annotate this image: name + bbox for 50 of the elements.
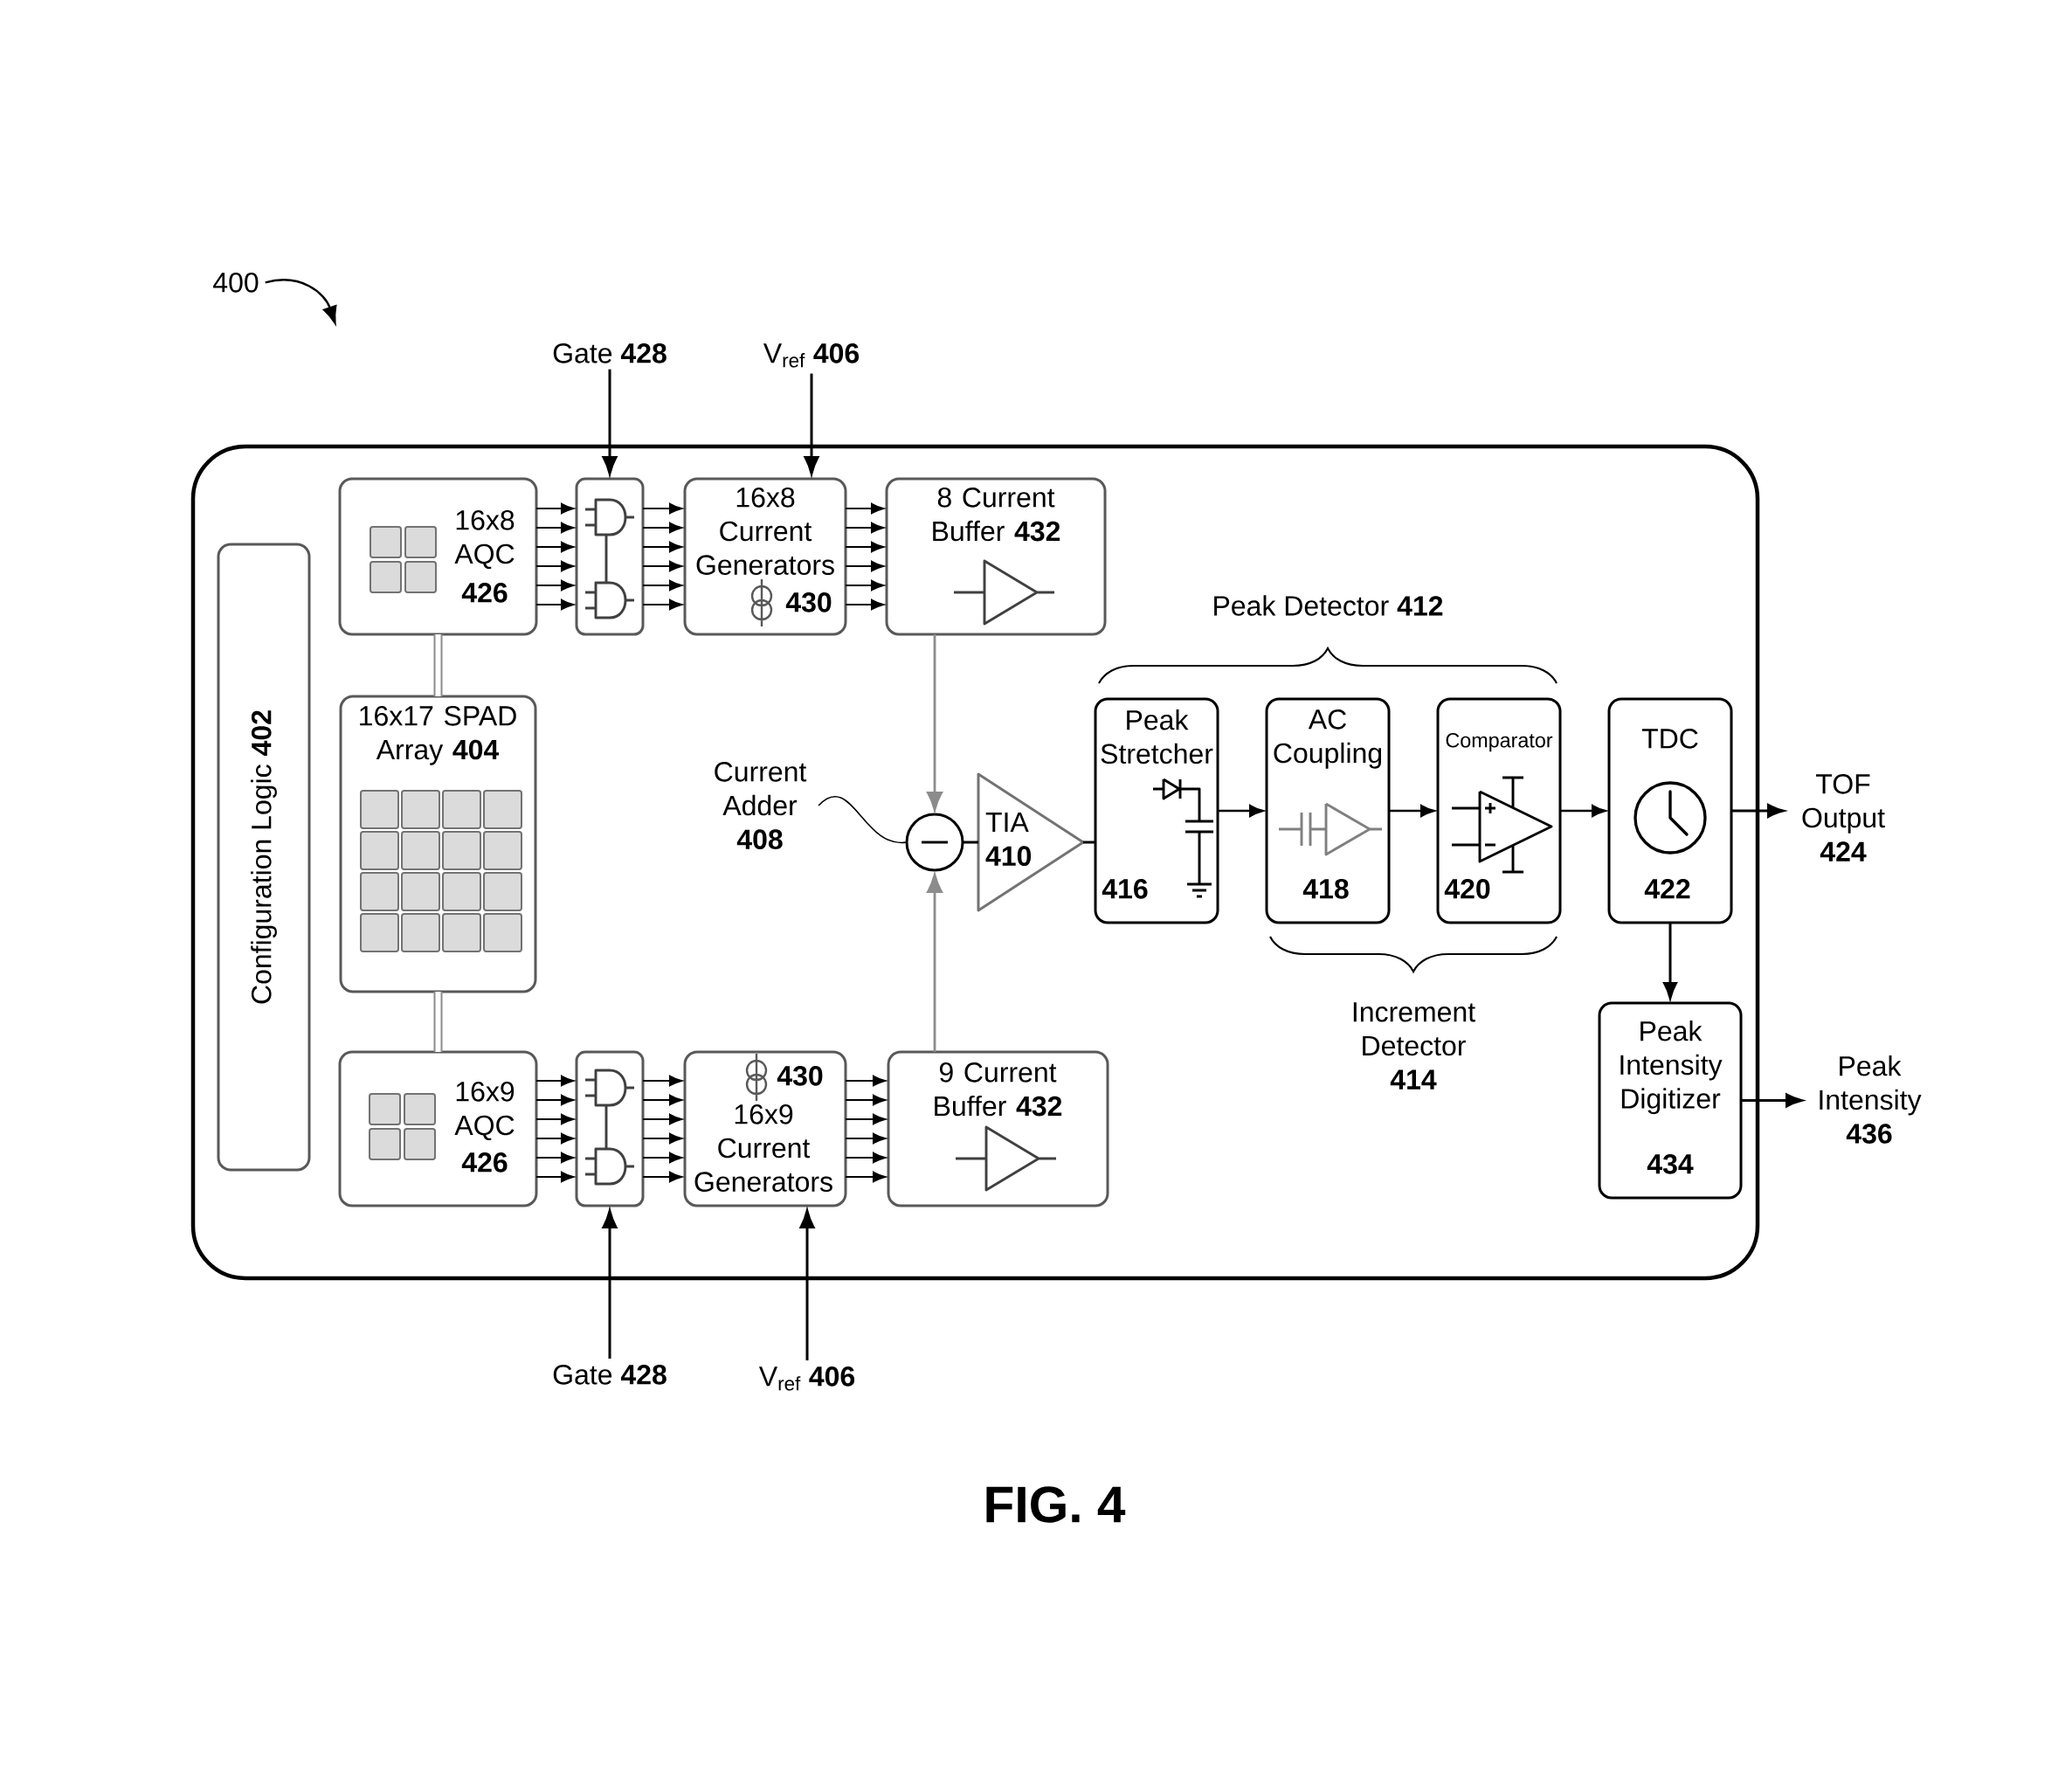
block-box: 16x8 AQC 426 xyxy=(338,477,538,636)
arrow-bundle xyxy=(845,502,885,611)
double-line xyxy=(433,634,443,696)
connector-line xyxy=(963,841,978,844)
block-box: 9 Current Buffer 432 xyxy=(887,1050,1109,1207)
output-label: TOF Output 424 xyxy=(1802,774,1885,861)
node-label: 418 xyxy=(1302,879,1349,899)
arrow xyxy=(265,279,337,324)
arrow xyxy=(1663,923,1677,1000)
block-box: AC Coupling 418 xyxy=(1265,697,1391,924)
signal-label: Gate 428 xyxy=(553,343,666,363)
block-box: 16x9 AQC 426 xyxy=(338,1050,538,1207)
node-label: Peak Stretcher xyxy=(1101,709,1213,765)
block-box: TDC 422 xyxy=(1607,697,1733,924)
arrow-bundle xyxy=(535,1075,575,1183)
figure-caption: FIG. 4 xyxy=(986,1486,1126,1523)
node-label: 416 xyxy=(1102,879,1148,899)
connector-line xyxy=(1083,841,1095,844)
brace-label: Increment Detector 414 xyxy=(1353,1002,1475,1090)
arrow xyxy=(1389,804,1435,818)
arrow-bundle xyxy=(642,502,683,611)
double-line xyxy=(433,992,443,1052)
node-label: AC Coupling xyxy=(1274,709,1382,769)
signal-label: V$_{ref}$ 406 xyxy=(758,1366,855,1391)
block-box: Peak Stretcher 416 xyxy=(1094,697,1219,924)
block-box: Peak Intensity Digitizer 434 xyxy=(1598,1001,1743,1200)
output-label: Peak Intensity 436 xyxy=(1820,1055,1922,1144)
callout-label: Current Adder 408 xyxy=(715,762,807,849)
block-box: 16x17 SPAD Array 404 xyxy=(339,695,537,993)
arrow-bundle xyxy=(642,1075,683,1183)
node-label: 422 xyxy=(1644,879,1690,899)
arrow-bundle xyxy=(535,502,575,611)
block-box: 16x8 Current Generators 430 xyxy=(683,477,847,636)
node-label: Comparator xyxy=(1446,733,1553,752)
node-label: TDC xyxy=(1641,729,1698,749)
adder-circle xyxy=(905,813,964,872)
signal-label: V$_{ref}$ 406 xyxy=(763,343,860,368)
brace-label: Peak Detector 412 xyxy=(1214,595,1443,616)
reference-numeral: 400 xyxy=(213,273,259,293)
system-frame xyxy=(190,444,1760,1281)
amplifier-triangle: TIA 410 xyxy=(977,772,1085,912)
arrow xyxy=(1560,804,1606,818)
block-box: 430 16x9 Current Generators xyxy=(683,1050,847,1207)
arrow xyxy=(1218,804,1264,818)
logic-block: Configuration Logic 402 xyxy=(217,543,311,1172)
block-box: Comparator 420 xyxy=(1436,697,1562,924)
signal-label: Gate 428 xyxy=(553,1365,666,1385)
node-label: 420 xyxy=(1444,879,1490,899)
block-box: 8 Current Buffer 432 xyxy=(885,477,1107,636)
arrow-bundle xyxy=(845,1075,887,1183)
